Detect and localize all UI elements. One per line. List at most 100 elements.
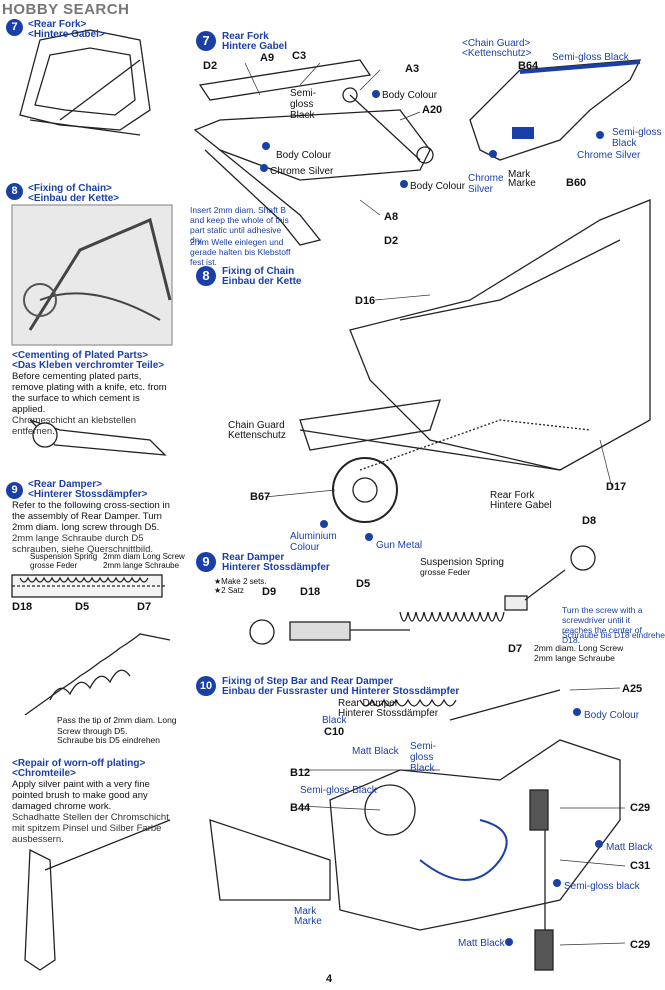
part-d5: D5 [356,578,371,590]
cementing-title-en: <Cementing of Plated Parts> [12,350,149,361]
color-dot [595,840,603,848]
left-spring-label: Suspension Spring [30,552,98,561]
left-step9-text-en: Refer to the following cross-section in … [12,500,170,533]
step7-body-2: Body Colour [276,150,332,161]
left-spring-label-de: grosse Feder [30,561,78,570]
turn-screw-en: Turn the screw with a screwdriver until … [562,605,643,645]
color-dot [553,879,561,887]
black-label: Black [322,715,347,726]
step10-mark: Mark [294,906,317,917]
left-step8-title-en: <Fixing of Chain> [28,183,112,194]
step8-badge: 8 [196,266,216,286]
semigloss-black-3: Semi-gloss black [564,881,640,892]
aluminium-label: Aluminium Colour [290,531,337,553]
step10-title-en: Fixing of Step Bar and Rear Damper [222,676,394,687]
part-b64: B64 [518,60,539,72]
color-dot [505,938,513,946]
long-screw-label-de: 2mm lange Schraube [534,653,615,663]
part-a8: A8 [384,211,399,223]
part-c3: C3 [292,50,307,62]
turn-screw-de: Schraube bis D18 eindrehen [562,630,665,640]
left-step9-title-de: <Hinterer Stossdämpfer> [28,489,148,500]
color-dot [260,164,268,172]
chain-guard-label: Chain Guard [228,420,285,431]
color-dot [573,708,581,716]
part-d18: D18 [300,586,321,598]
step7-title-en: Rear Fork [222,31,269,42]
body-colour-label: Body Colour [584,710,640,721]
step7-note-en: Insert 2mm diam. Shaft B and keep the wh… [190,205,289,245]
step10-mark-de: Marke [294,916,322,927]
left-step8-badge: 8 [6,183,23,200]
part-c29-bottom: C29 [630,939,651,951]
part-c31: C31 [630,860,651,872]
repair-title-de: <Chromteile> [12,768,76,779]
repair-text-en: Apply silver paint with a very fine poin… [12,779,150,812]
step9-badge: 9 [196,552,216,572]
matt-black-1: Matt Black [352,746,399,757]
part-a20: A20 [422,104,443,116]
part-c10: C10 [324,726,345,738]
part-b12: B12 [290,767,311,779]
rear-damper-label: Rear Damper [338,698,399,709]
part-b67: B67 [250,491,271,503]
left-part-d18: D18 [12,601,33,613]
part-d8: D8 [582,515,597,527]
repair-text: Apply silver paint with a very fine poin… [12,779,174,845]
semigloss-black-2: Semi-gloss Black [300,785,377,796]
make-sets-de: ★2 Satz [214,586,244,595]
rear-fork-label: Rear Fork [490,490,535,501]
guard-semigloss-2: Semi-gloss Black [612,127,662,149]
part-d2-top: D2 [203,60,218,72]
part-a3: A3 [405,63,420,75]
cementing-text-en: Before cementing plated parts, remove pl… [12,371,167,415]
step7-title-de: Hintere Gabel [222,41,288,52]
rear-damper-label-de: Hinterer Stossdämpfer [338,708,439,719]
make-sets-en: ★Make 2 sets. [214,577,267,586]
color-dot [372,90,380,98]
color-dot [365,533,373,541]
step9-title-en: Rear Damper [222,552,285,563]
part-d17: D17 [606,481,627,493]
left-step7-badge: 7 [6,19,23,36]
matt-black-2: Matt Black [606,842,653,853]
repair-title-en: <Repair of worn-off plating> [12,758,146,769]
left-step9-title-en: <Rear Damper> [28,479,102,490]
left-screw-label: 2mm diam Long Screw [103,552,185,561]
cementing-text-de: Chromeschicht an klebstellen entfernen. [12,415,137,437]
step7-badge: 7 [196,31,216,51]
part-c29-top: C29 [630,802,651,814]
left-step7-title-en: <Rear Fork> [28,19,87,30]
rear-fork-label-de: Hintere Gabel [490,500,552,511]
step7-body-1: Body Colour [382,90,438,101]
gun-metal-label: Gun Metal [376,540,423,551]
step7-note-de: 2mm Welle einlegen und gerade halten bis… [190,237,291,267]
left-screw-label-de: 2mm lange Schraube [103,561,180,570]
color-dot [400,180,408,188]
chain-guard-title-en: <Chain Guard> [462,38,531,49]
page-number: 4 [326,973,333,985]
semigloss-black-1: Semi-gloss Black [410,741,437,774]
cementing-text: Before cementing plated parts, remove pl… [12,371,174,437]
guard-chrome-2: Chrome Silver [468,173,504,195]
guard-mark-de: Marke [508,178,536,189]
step10-title-de: Einbau der Fussraster und Hinterer Stoss… [222,686,460,697]
left-step9-text-de: 2mm lange Schraube durch D5 schrauben, s… [12,533,153,555]
step8-title-de: Einbau der Kette [222,276,302,287]
left-part-d5: D5 [75,601,90,613]
part-d7: D7 [508,643,523,655]
color-dot [320,520,328,528]
guard-mark: Mark [508,169,531,180]
cementing-title-de: <Das Kleben verchromter Teile> [12,360,165,371]
long-screw-label: 2mm diam. Long Screw [534,643,624,653]
part-a25: A25 [622,683,643,695]
left-step8-title-de: <Einbau der Kette> [28,193,120,204]
left-step9-text: Refer to the following cross-section in … [12,500,174,555]
part-d9: D9 [262,586,277,598]
chain-guard-label-de: Kettenschutz [228,430,286,441]
step8-title-en: Fixing of Chain [222,266,295,277]
left-tip-en: Pass the tip of 2mm diam. Long Screw thr… [57,715,177,736]
part-d16: D16 [355,295,376,307]
step10-badge: 10 [196,676,216,696]
